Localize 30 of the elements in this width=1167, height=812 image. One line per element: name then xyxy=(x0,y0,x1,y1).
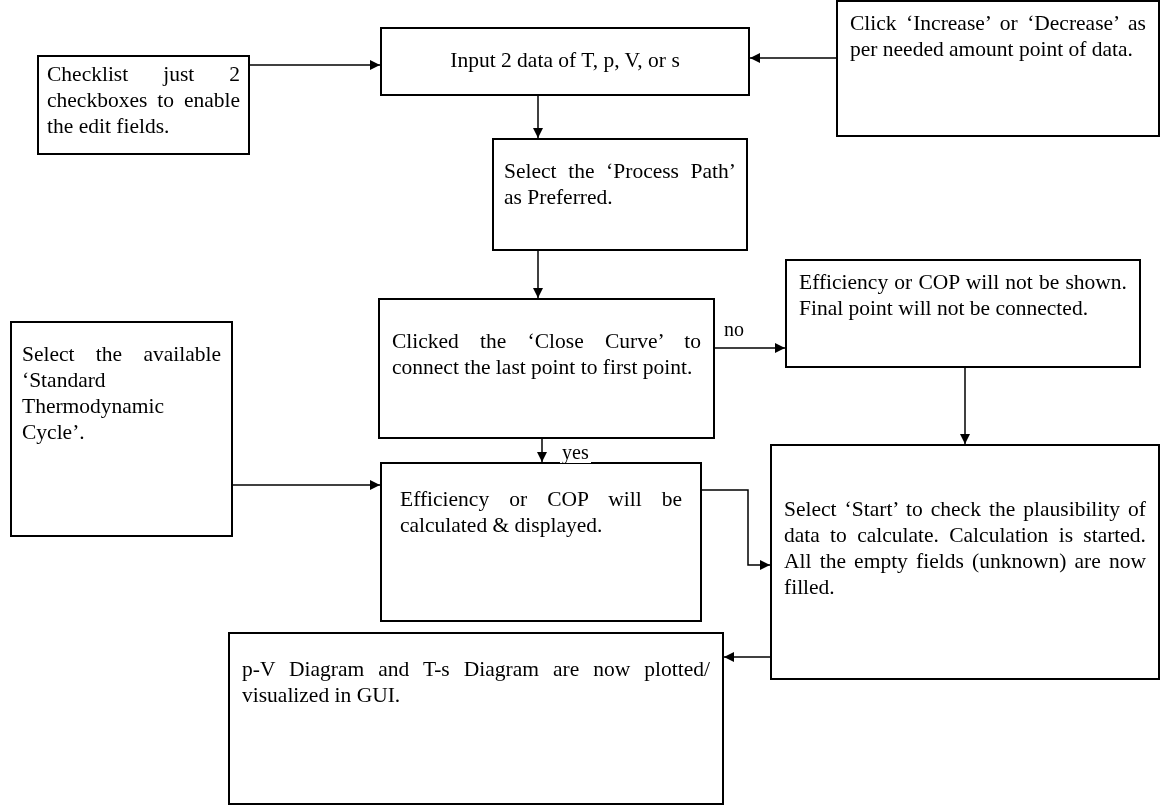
arrow xyxy=(533,95,543,139)
arrow xyxy=(533,250,543,299)
process-box xyxy=(380,27,750,96)
arrow xyxy=(960,367,970,445)
process-box xyxy=(380,462,702,622)
process-box xyxy=(10,321,233,537)
process-box xyxy=(770,444,1160,680)
arrow xyxy=(749,53,837,63)
step-text: Efficiency or COP will not be shown. Final point will not be connected. xyxy=(799,269,1127,321)
arrow xyxy=(714,343,786,353)
arrow xyxy=(723,652,771,662)
process-box xyxy=(492,138,748,251)
arrow xyxy=(232,480,381,490)
arrow xyxy=(249,60,381,70)
step-text: Select the ‘Process Path’ as Preferred. xyxy=(504,158,736,210)
step-text: Select the available ‘Standard Thermodynamic Cycle’. xyxy=(22,341,221,445)
process-box xyxy=(228,632,724,805)
step-text: Click ‘Increase’ or ‘Decrease’ as per needed amount point of data. xyxy=(850,10,1146,62)
arrow xyxy=(537,438,547,463)
step-text: p-V Diagram and T-s Diagram are now plotted/ visualized in GUI. xyxy=(242,656,710,708)
step-text: Clicked the ‘Close Curve’ to connect the last point to first point. xyxy=(392,328,701,380)
step-text: Efficiency or COP will be calculated & displayed. xyxy=(400,486,682,538)
process-box xyxy=(37,55,250,155)
process-box xyxy=(785,259,1141,368)
step-text: Select ‘Start’ to check the plausibility of data to calculate. Calculation is started. All the empty fields (unknown) are now filled. xyxy=(784,496,1146,600)
step-text: Input 2 data of T, p, V, or s xyxy=(449,47,681,73)
process-box xyxy=(836,0,1160,137)
arrow xyxy=(701,489,771,570)
step-text: Checklist just 2 checkboxes to enable the edit fields. xyxy=(47,61,240,139)
process-box xyxy=(378,298,715,439)
